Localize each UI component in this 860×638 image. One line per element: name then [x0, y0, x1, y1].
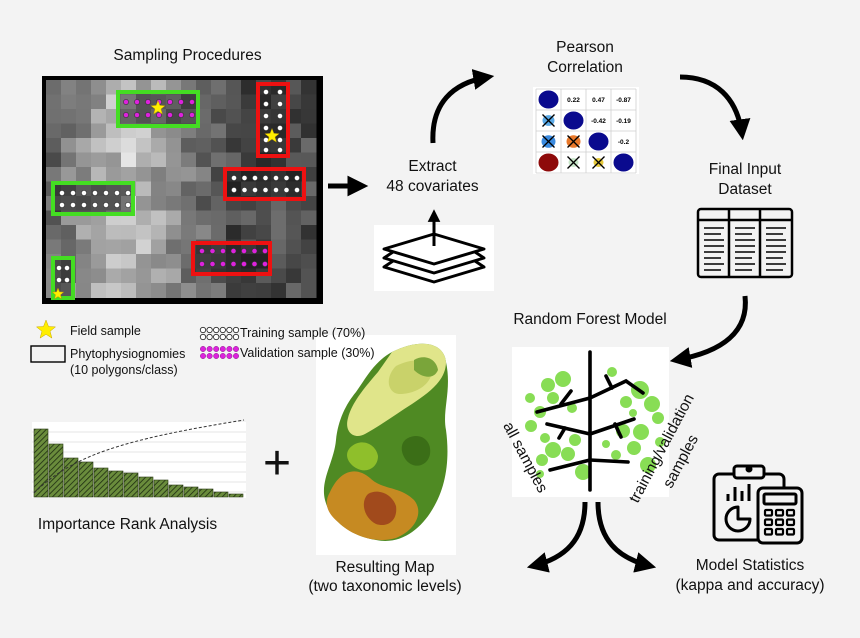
- arrow-to-resulting-map: [526, 501, 588, 573]
- field-sample-star: [150, 99, 166, 115]
- importance-title: Importance Rank Analysis: [37, 516, 218, 533]
- correlation-matrix: 0.22 0.47 -0.87 -0.42 -0.19 -0.2: [533, 87, 639, 174]
- legend-phyto-sublabel: (10 polygons/class): [70, 363, 178, 377]
- arrow-to-final-input: [679, 74, 751, 141]
- resulting-map-sublabel: (two taxonomic levels): [308, 578, 462, 595]
- arrow-to-pearson: [430, 69, 495, 144]
- model-statistics-sublabel: (kappa and accuracy): [675, 577, 825, 594]
- importance-chart: [32, 419, 246, 498]
- legend-training-dots-icon: [199, 326, 240, 341]
- correlation-value: -0.2: [618, 139, 630, 146]
- red-polygon-3: [191, 241, 272, 276]
- resulting-map: [316, 335, 456, 555]
- red-polygon-1: [256, 82, 290, 158]
- dataset-table-icon: [696, 207, 794, 279]
- correlation-value: -0.42: [591, 118, 606, 125]
- final-input-sublabel: Dataset: [718, 181, 772, 198]
- legend-polygon-icon: [30, 345, 66, 363]
- pearson-label: Pearson: [556, 39, 614, 56]
- correlation-value: -0.19: [616, 118, 631, 125]
- sampling-polygons: [51, 82, 306, 300]
- random-forest-title: Random Forest Model: [513, 311, 667, 328]
- correlation-value: 0.22: [567, 97, 580, 104]
- arrow-to-model-statistics: [595, 501, 657, 573]
- extract-label: Extract: [408, 158, 457, 175]
- sampling-title: Sampling Procedures: [113, 47, 262, 64]
- resulting-map-label: Resulting Map: [335, 559, 435, 576]
- field-sample-star: [264, 127, 280, 143]
- extract-sublabel: 48 covariates: [386, 178, 479, 195]
- legend-field-sample-label: Field sample: [70, 324, 141, 338]
- pearson-sublabel: Correlation: [547, 59, 623, 76]
- legend-training-label: Training sample (70%): [240, 326, 366, 340]
- correlation-value: 0.47: [592, 97, 605, 104]
- legend-validation-dots-icon: [200, 346, 239, 359]
- green-polygon-2: [51, 181, 135, 216]
- plus-sign: +: [262, 437, 292, 490]
- layers-icon: [374, 209, 494, 291]
- legend-phyto-label: Phytophysiognomies: [70, 347, 186, 361]
- arrow-to-random-forest: [669, 295, 748, 368]
- legend-validation-label: Validation sample (30%): [240, 346, 375, 360]
- field-sample-star: [51, 287, 65, 300]
- correlation-value: -0.87: [616, 97, 631, 104]
- legend-field-sample-icon: [35, 319, 57, 339]
- random-forest-tree-icon: [512, 347, 669, 497]
- red-polygon-2: [223, 167, 306, 201]
- model-statistics-icon: [712, 464, 804, 545]
- final-input-label: Final Input: [708, 161, 782, 178]
- model-statistics-label: Model Statistics: [695, 557, 805, 574]
